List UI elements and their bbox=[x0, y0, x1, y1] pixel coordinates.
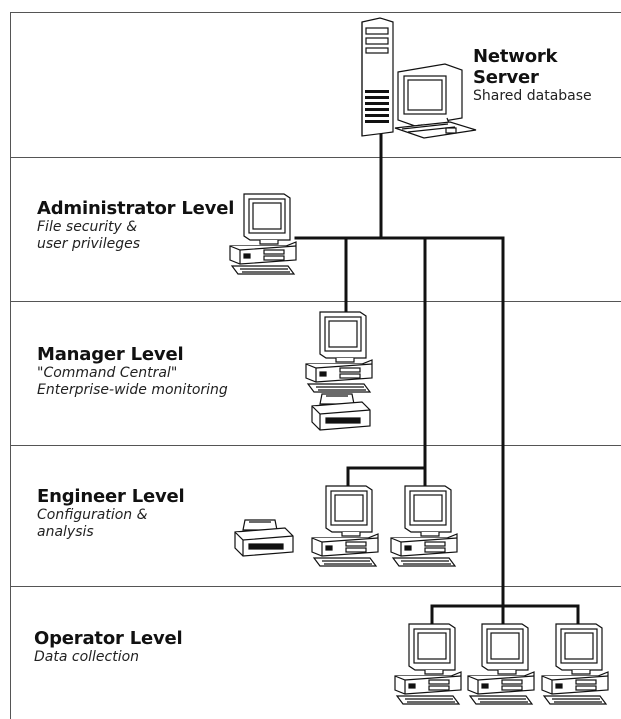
band-operator bbox=[10, 586, 621, 719]
band-server bbox=[10, 12, 621, 157]
band-administrator bbox=[10, 157, 621, 301]
server-subtitle: Shared database bbox=[473, 88, 592, 104]
manager-subtitle-line1: "Command Central" bbox=[37, 365, 178, 381]
administrator-workstation-icon bbox=[229, 193, 297, 275]
engineer-bus-line bbox=[346, 466, 427, 487]
engineer-subtitle-line1: Configuration & bbox=[37, 507, 148, 523]
engineer-workstation-right-icon bbox=[390, 485, 458, 567]
operator-title: Operator Level bbox=[34, 628, 183, 649]
administrator-title: Administrator Level bbox=[37, 198, 235, 219]
engineer-label: Engineer Level Configuration & analysis bbox=[37, 486, 185, 541]
engineer-workstation-left-icon bbox=[311, 485, 379, 567]
administrator-subtitle-line1: File security & bbox=[37, 219, 138, 235]
administrator-label: Administrator Level File security & user… bbox=[37, 198, 234, 253]
server-title-line2: Server bbox=[473, 67, 539, 88]
server-label: Network Server Shared database bbox=[473, 46, 592, 105]
manager-label: Manager Level "Command Central" Enterpri… bbox=[37, 344, 228, 399]
operator-workstation-middle-icon bbox=[467, 623, 535, 705]
engineer-subtitle-line2: analysis bbox=[37, 524, 94, 540]
manager-workstation-icon bbox=[305, 311, 373, 393]
manager-subtitle-line2: Enterprise-wide monitoring bbox=[37, 382, 228, 398]
administrator-subtitle-line2: user privileges bbox=[37, 236, 140, 252]
manager-title: Manager Level bbox=[37, 344, 184, 365]
manager-printer-icon bbox=[311, 393, 371, 431]
operator-label: Operator Level Data collection bbox=[34, 628, 183, 666]
operator-workstation-left-icon bbox=[394, 623, 462, 705]
band-engineer bbox=[10, 445, 621, 586]
operator-subtitle-line1: Data collection bbox=[34, 649, 140, 665]
engineer-title: Engineer Level bbox=[37, 486, 185, 507]
band-manager bbox=[10, 301, 621, 445]
engineer-printer-icon bbox=[234, 519, 294, 557]
server-title-line1: Network bbox=[473, 46, 558, 67]
operator-workstation-right-icon bbox=[541, 623, 609, 705]
